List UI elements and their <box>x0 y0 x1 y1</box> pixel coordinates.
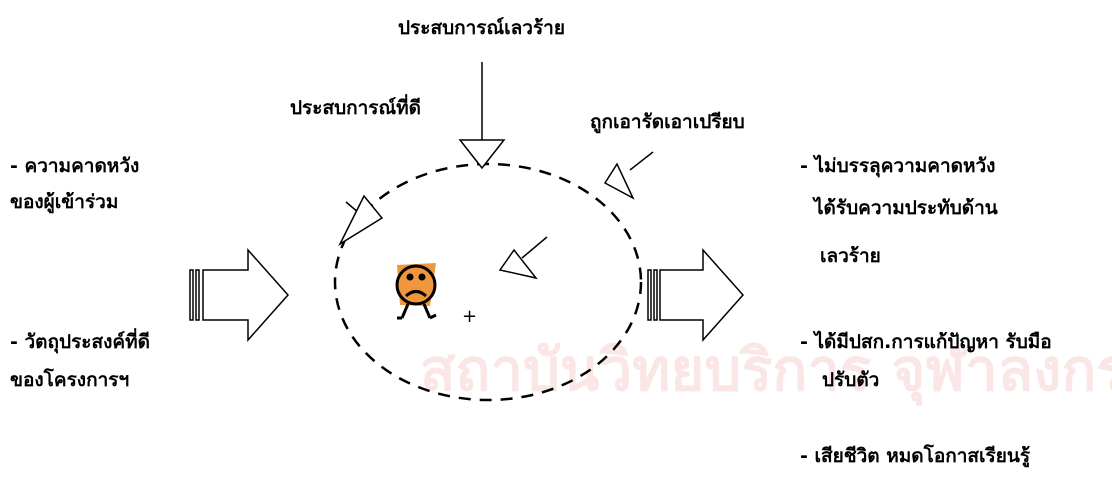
output-adapt-line1: - ได้มีปสก.การแก้ปัญหา รับมือ <box>800 331 1052 353</box>
exploited-arrow-icon <box>603 151 654 200</box>
exploited-label: ถูกเอารัดเอาเปรียบ <box>590 111 745 133</box>
output-arrow-icon <box>647 248 745 342</box>
output-unmet-line3: เลวร้าย <box>820 245 881 267</box>
inner-arrow-icon <box>498 236 548 280</box>
center-mark: + <box>462 306 477 327</box>
output-unmet-line2: ได้รับความประทับด้าน <box>814 197 998 219</box>
good-experience-arrow-icon <box>338 194 384 247</box>
output-adapt-line2: ปรับตัว <box>822 369 880 391</box>
person-icon <box>395 263 437 320</box>
bad-experience-arrow-icon <box>458 62 506 170</box>
good-experience-label: ประสบการณ์ที่ดี <box>290 97 421 119</box>
input-objective-line1: - วัตถุประสงค์ที่ดี <box>10 331 150 353</box>
boundary-circle <box>333 162 643 402</box>
input-expectation-line1: - ความคาดหวัง <box>10 155 140 177</box>
input-objective-line2: ของโครงการฯ <box>10 369 130 391</box>
watermark-text: สถาบันวิทยบริการ จุฬาลงกรณ์มหาวิทยาลัย <box>420 336 1112 407</box>
input-expectation-line2: ของผู้เข้าร่วม <box>10 191 119 213</box>
output-unmet-line1: - ไม่บรรลุความคาดหวัง <box>800 155 996 177</box>
bad-experience-label: ประสบการณ์เลวร้าย <box>398 17 565 39</box>
input-arrow-icon <box>189 248 290 342</box>
output-death-line1: - เสียชีวิต หมดโอกาสเรียนรู้ <box>800 445 1031 467</box>
